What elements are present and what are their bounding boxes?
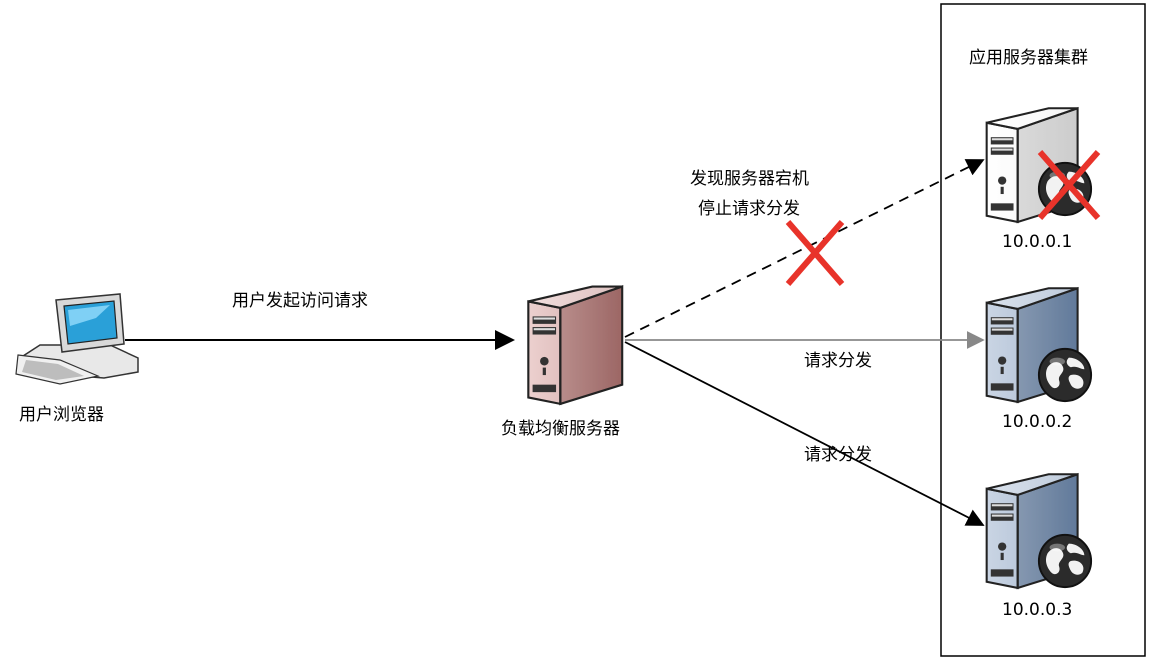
server-1-label: 10.0.0.1 — [1002, 232, 1073, 252]
load-balancer-label: 负载均衡服务器 — [501, 419, 620, 439]
cluster-title: 应用服务器集群 — [969, 48, 1088, 68]
server-2-icon — [985, 287, 1093, 403]
cluster-border — [940, 3, 1146, 657]
browser-label: 用户浏览器 — [19, 405, 104, 425]
failure-note-line2: 停止请求分发 — [698, 199, 800, 219]
failure-x-icon — [785, 220, 845, 286]
load-balancer-server-icon — [527, 285, 624, 405]
server-3-label: 10.0.0.3 — [1002, 600, 1073, 620]
server-1-icon — [985, 107, 1093, 223]
server-2-label: 10.0.0.2 — [1002, 412, 1073, 432]
dispatch-label-2: 请求分发 — [804, 351, 872, 371]
desktop-computer-icon — [15, 293, 139, 385]
edge-lb-to-server1 — [624, 159, 985, 338]
user-request-label: 用户发起访问请求 — [232, 291, 368, 311]
server-1-failure-x-icon — [1037, 150, 1101, 220]
dispatch-label-3: 请求分发 — [804, 445, 872, 465]
failure-note-line1: 发现服务器宕机 — [690, 169, 809, 189]
server-3-icon — [985, 473, 1093, 589]
edge-lb-to-server3 — [624, 341, 985, 526]
globe-icon — [1037, 347, 1093, 403]
globe-icon — [1037, 533, 1093, 589]
